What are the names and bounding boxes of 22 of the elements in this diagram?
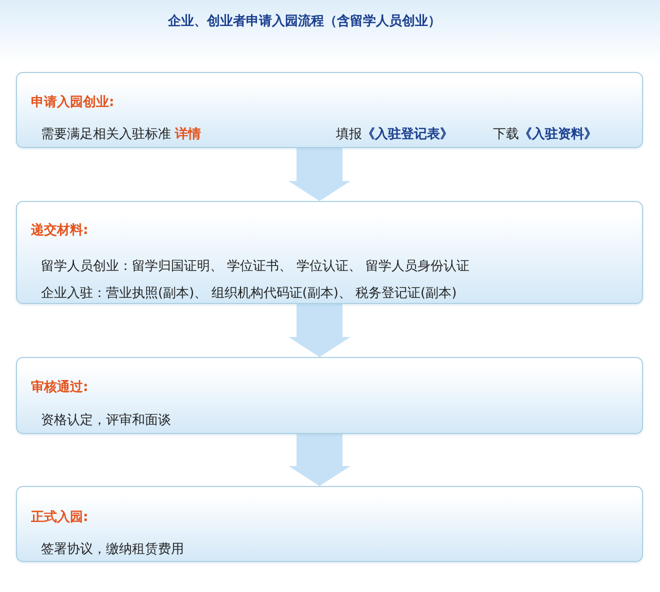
step-heading: 审核通过:: [31, 380, 88, 396]
step-text: 需要满足相关入驻标准 详情: [41, 127, 202, 143]
step-text: 企业入驻：营业执照(副本)、 组织机构代码证(副本)、 税务登记证(副本): [41, 286, 457, 302]
step-text: 填报《入驻登记表》: [336, 127, 453, 143]
arrow: [288, 148, 350, 201]
step-box: [16, 72, 643, 148]
step-text: 留学人员创业：留学归国证明、 学位证书、 学位认证、 留学人员身份认证: [41, 259, 470, 275]
step-heading: 正式入园:: [31, 510, 88, 526]
step-text: 资格认定，评审和面谈: [41, 413, 171, 429]
title: 企业、创业者申请入园流程（含留学人员创业）: [168, 14, 441, 30]
step-text: 下载《入驻资料》: [493, 127, 597, 143]
link: 《入驻登记表》: [362, 127, 453, 142]
arrow: [288, 434, 350, 486]
link: 《入驻资料》: [519, 127, 597, 142]
step-heading: 申请入园创业:: [31, 95, 114, 111]
step-box: [16, 486, 643, 562]
arrow: [288, 304, 350, 357]
step-text: 签署协议，缴纳租赁费用: [41, 542, 184, 558]
step-heading: 递交材料:: [31, 223, 88, 239]
step-box: [16, 201, 643, 304]
step-box: [16, 357, 643, 434]
link: 详情: [175, 127, 202, 142]
